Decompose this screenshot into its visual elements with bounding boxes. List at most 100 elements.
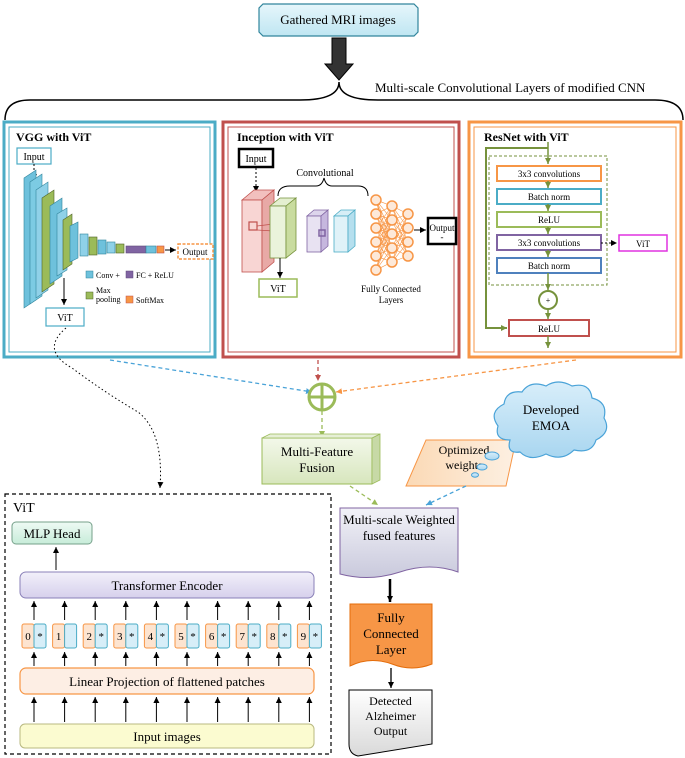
patch-embedding-cell: [308, 623, 322, 649]
skip-connection: [485, 147, 548, 331]
mri-images-label: Gathered MRI images: [280, 12, 396, 27]
resnet-panel: ResNet with ViT 3x3 convolutions Batch n…: [467, 120, 683, 359]
resnet-relu-label: ReLU: [538, 324, 560, 334]
resnet-block-2-label: Batch norm: [528, 192, 570, 202]
vgg-output-label: Output: [182, 247, 208, 257]
inception-input-box: [237, 147, 275, 169]
patch-token: 2*: [82, 601, 108, 722]
vgg-output-box: [177, 243, 214, 260]
resnet-relu-box: [508, 319, 590, 337]
resnet-add-label: +: [546, 296, 551, 305]
brace-label: Multi-scale Convolutional Layers of modi…: [375, 80, 646, 95]
token-star: *: [190, 631, 196, 643]
legend-maxpool: Max pooling: [96, 286, 121, 304]
resnet-vit-label: ViT: [636, 239, 650, 249]
output-node: Detected Alzheimer Output: [348, 689, 433, 757]
emoa-cloud-node: Developed EMOA: [471, 381, 608, 478]
token-index: 5: [178, 631, 184, 643]
resnet-block-4-label: 3x3 convolutions: [518, 238, 581, 248]
fusion-label: Multi-Feature Fusion: [280, 444, 354, 475]
token-index: 0: [25, 631, 31, 643]
resnet-to-fusion-arrow: [335, 359, 577, 395]
fc-network: [375, 199, 409, 271]
big-down-arrow: [323, 37, 355, 81]
vgg-title: VGG with ViT: [16, 130, 91, 144]
inception-panel: Inception with ViT Input ViT Convolution…: [221, 120, 461, 359]
patch-token: 4*: [143, 601, 169, 722]
patch-embedding-cell: [125, 623, 139, 649]
vgg-vit-label: ViT: [57, 313, 73, 324]
output-label: Detected Alzheimer Output: [365, 694, 416, 738]
patch-token: 1: [52, 601, 78, 722]
token-star: *: [251, 631, 257, 643]
fully-connected-node: Fully Connected Layer: [349, 603, 433, 669]
patch-embedding-cell: [155, 623, 169, 649]
patch-embedding-cell: [278, 623, 292, 649]
token-star: *: [313, 631, 319, 643]
token-index: 4: [148, 631, 154, 643]
patch-embedding-cell: [186, 623, 200, 649]
fusion-to-weighted-arrow: [349, 485, 379, 506]
token-star: *: [129, 631, 135, 643]
vgg-input-label: Input: [23, 152, 44, 163]
mlp-head-box: [11, 521, 93, 545]
brace: [4, 81, 684, 121]
linear-projection-label: Linear Projection of flattened patches: [69, 674, 265, 689]
resnet-block-1-label: 3x3 convolutions: [518, 169, 581, 179]
resnet-block-3-label: ReLU: [538, 215, 560, 225]
token-index: 3: [117, 631, 123, 643]
multi-feature-fusion-node: Multi-Feature Fusion: [261, 433, 381, 485]
patch-embedding-cell: [94, 623, 108, 649]
vgg-vit-box: [45, 307, 85, 327]
weights-to-weighted-arrow: [425, 485, 467, 506]
token-index: 8: [270, 631, 276, 643]
patch-token: 5*: [174, 601, 200, 722]
patch-token: 9*: [296, 601, 322, 722]
legend-softmax: SoftMax: [136, 296, 164, 305]
token-star: *: [282, 631, 288, 643]
token-index: 1: [56, 631, 62, 643]
linear-projection-box: [19, 667, 315, 695]
input-images-label: Input images: [133, 729, 201, 744]
resnet-block-2: [496, 188, 602, 205]
emoa-label: Developed EMOA: [522, 402, 580, 433]
mri-images-node: Gathered MRI images: [258, 3, 419, 37]
fc-layers-label: Fully Connected Layers: [361, 284, 421, 305]
patch-embedding-cell: [33, 623, 47, 649]
resnet-block-3: [496, 211, 602, 228]
vgg-panel: VGG with ViT Input Output: [2, 120, 217, 359]
legend-conv: Conv +: [96, 271, 120, 280]
weighted-label: Multi-scale Weighted fused features: [343, 512, 455, 543]
vit-detail-connector: [54, 327, 164, 489]
resnet-vit-box: [618, 234, 668, 252]
vit-panel-title: ViT: [13, 501, 35, 516]
transformer-encoder-box: [19, 571, 315, 599]
inception-output-dash: -: [441, 232, 444, 242]
mlp-head-label: MLP Head: [24, 526, 81, 541]
token-index: 9: [301, 631, 307, 643]
convolutional-label: Convolutional: [296, 168, 353, 179]
inception-title: Inception with ViT: [237, 130, 334, 144]
token-index: 6: [209, 631, 215, 643]
patch-embedding-cell: [217, 623, 231, 649]
patch-token: 8*: [266, 601, 292, 722]
token-index: 2: [86, 631, 92, 643]
token-index: 7: [239, 631, 245, 643]
patch-token: 0*: [21, 601, 47, 722]
token-star: *: [98, 631, 104, 643]
optimized-weights-node: Optimized weights: [405, 439, 517, 487]
weighted-features-node: Multi-scale Weighted fused features: [339, 507, 459, 578]
vgg-layer-stack: [23, 169, 165, 309]
patch-embedding-cell: [64, 623, 78, 649]
inception-output-label: Output: [429, 223, 455, 233]
token-star: *: [221, 631, 227, 643]
resnet-title: ResNet with ViT: [484, 130, 569, 144]
transformer-encoder-label: Transformer Encoder: [111, 578, 223, 593]
patch-token: 6*: [205, 601, 231, 722]
weights-label: Optimized weights: [438, 443, 490, 472]
resnet-block-5: [496, 257, 602, 274]
token-star: *: [37, 631, 43, 643]
